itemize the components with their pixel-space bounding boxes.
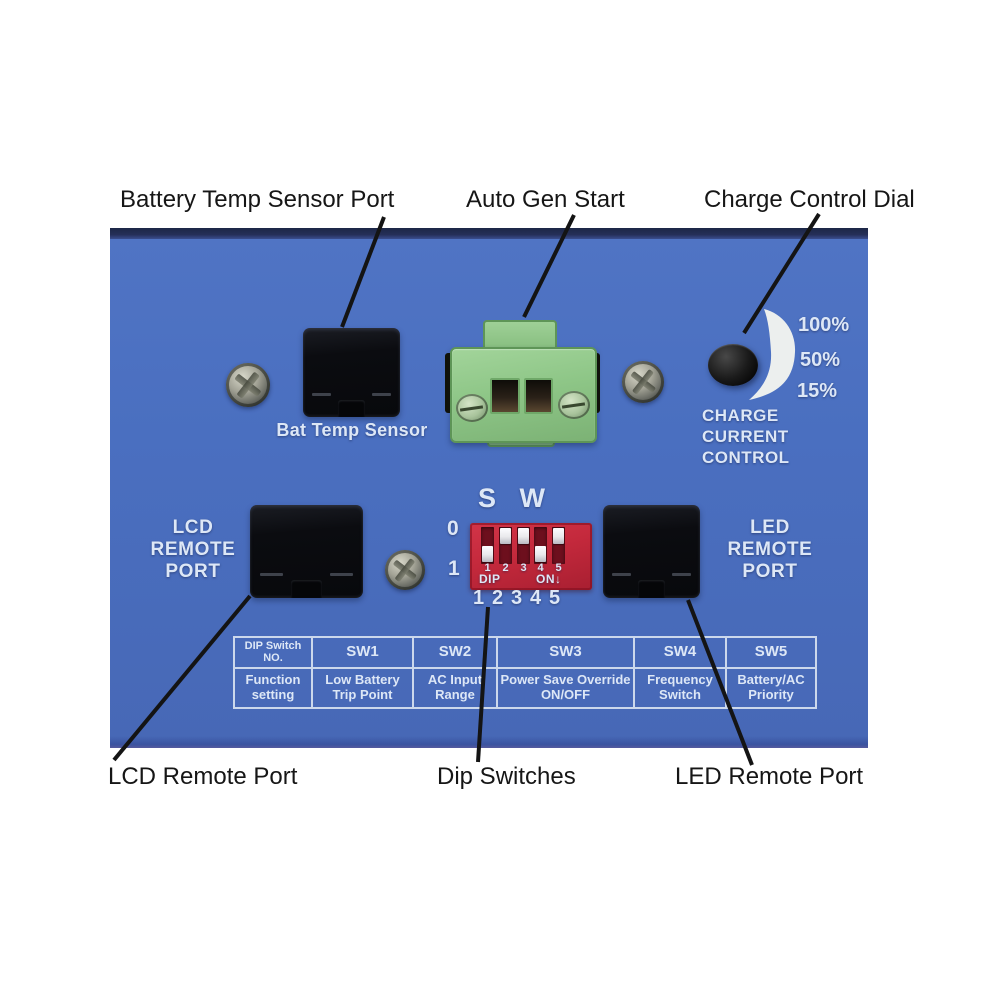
bat-temp-sensor-caption: Bat Temp Sensor bbox=[276, 420, 428, 440]
jack-pin-contacts bbox=[611, 572, 632, 576]
table-cell: Power Save Override ON/OFF bbox=[496, 667, 635, 709]
table-cell: Frequency Switch bbox=[633, 667, 727, 709]
dial-label-100: 100% bbox=[798, 314, 850, 336]
jack-pin-contacts bbox=[311, 392, 332, 396]
panel-top-edge bbox=[110, 228, 868, 239]
panel-screw bbox=[226, 363, 270, 407]
panel-screw bbox=[622, 361, 664, 403]
callout-led-remote-port: LED Remote Port bbox=[675, 763, 864, 790]
dip-switch-2[interactable] bbox=[499, 527, 512, 564]
table-cell: Function setting bbox=[233, 667, 313, 709]
table-header-cell: SW4 bbox=[633, 636, 727, 669]
jack-latch-notch bbox=[337, 400, 366, 417]
sw-title: S W bbox=[478, 483, 553, 513]
dip-position-1: 1 bbox=[448, 557, 460, 580]
panel-screw bbox=[385, 550, 425, 590]
dip-strip-number: 3 bbox=[520, 562, 527, 574]
lcd-remote-port-jack bbox=[250, 505, 363, 598]
led-remote-port-jack bbox=[603, 505, 700, 598]
jack-pin-contacts bbox=[371, 392, 392, 396]
terminal-screw bbox=[558, 391, 590, 419]
callout-lcd-remote-port: LCD Remote Port bbox=[108, 763, 298, 790]
on-arrow-text: ON↓ bbox=[536, 572, 562, 586]
table-header-cell: DIP Switch NO. bbox=[233, 636, 313, 669]
control-panel-photo: Bat Temp Sensor Auto Gen Start 100% 50% … bbox=[110, 228, 868, 748]
dip-position-0: 0 bbox=[447, 517, 459, 540]
callout-dip-switches: Dip Switches bbox=[437, 763, 576, 790]
dip-number: 3 bbox=[510, 587, 523, 609]
dip-number: 1 bbox=[472, 587, 485, 609]
dip-strip-number: 4 bbox=[537, 562, 544, 574]
jack-pin-contacts bbox=[671, 572, 692, 576]
callout-auto-gen-start: Auto Gen Start bbox=[466, 186, 625, 213]
callout-battery-temp-sensor-port: Battery Temp Sensor Port bbox=[120, 186, 395, 213]
panel-bottom-edge bbox=[110, 736, 868, 748]
dial-label-15: 15% bbox=[797, 380, 838, 402]
charge-current-control-caption: CHARGE CURRENT CONTROL bbox=[702, 406, 790, 467]
dip-number-row: 1 2 3 4 5 bbox=[471, 587, 571, 609]
charge-control-knob[interactable] bbox=[708, 344, 758, 386]
dip-number: 4 bbox=[529, 587, 542, 609]
terminal-wire-slot bbox=[524, 378, 553, 414]
dip-switch-1[interactable] bbox=[481, 527, 494, 564]
jack-latch-notch bbox=[637, 580, 666, 598]
table-header-row: DIP Switch NO. SW1 SW2 SW3 SW4 SW5 bbox=[233, 636, 817, 669]
dip-number: 5 bbox=[548, 587, 561, 609]
dip-strip-number: 5 bbox=[555, 562, 562, 574]
dip-strip-number: 2 bbox=[502, 562, 509, 574]
jack-pin-contacts bbox=[330, 572, 353, 576]
dip-switch-4[interactable] bbox=[534, 527, 547, 564]
callout-charge-control-dial: Charge Control Dial bbox=[704, 186, 915, 213]
table-header-cell: SW3 bbox=[496, 636, 635, 669]
battery-temp-sensor-port-jack bbox=[303, 328, 400, 417]
table-header-cell: SW2 bbox=[412, 636, 498, 669]
auto-gen-start-terminal bbox=[450, 347, 597, 443]
terminal-top-tab bbox=[483, 320, 557, 351]
dip-switch-block: 1 2 3 4 5 DIP ON↓ bbox=[470, 523, 592, 590]
terminal-wire-slot bbox=[490, 378, 520, 414]
dip-switch-5[interactable] bbox=[552, 527, 565, 564]
dip-number: 2 bbox=[491, 587, 504, 609]
lcd-remote-port-caption: LCD REMOTE PORT bbox=[150, 517, 236, 582]
table-header-cell: SW5 bbox=[725, 636, 817, 669]
dip-text: DIP bbox=[479, 572, 501, 586]
jack-latch-notch bbox=[290, 580, 323, 598]
led-remote-port-caption: LED REMOTE PORT bbox=[727, 517, 813, 582]
table-header-cell: SW1 bbox=[311, 636, 414, 669]
dip-switch-3[interactable] bbox=[517, 527, 530, 564]
dip-switch-function-table: DIP Switch NO. SW1 SW2 SW3 SW4 SW5 Funct… bbox=[233, 636, 817, 709]
dial-label-50: 50% bbox=[800, 349, 841, 371]
table-cell: AC Input Range bbox=[412, 667, 498, 709]
table-body-row: Function setting Low Battery Trip Point … bbox=[233, 667, 817, 709]
dip-strip-number: 1 bbox=[484, 562, 491, 574]
table-cell: Battery/AC Priority bbox=[725, 667, 817, 709]
jack-pin-contacts bbox=[260, 572, 283, 576]
table-cell: Low Battery Trip Point bbox=[311, 667, 414, 709]
terminal-screw bbox=[456, 394, 488, 422]
